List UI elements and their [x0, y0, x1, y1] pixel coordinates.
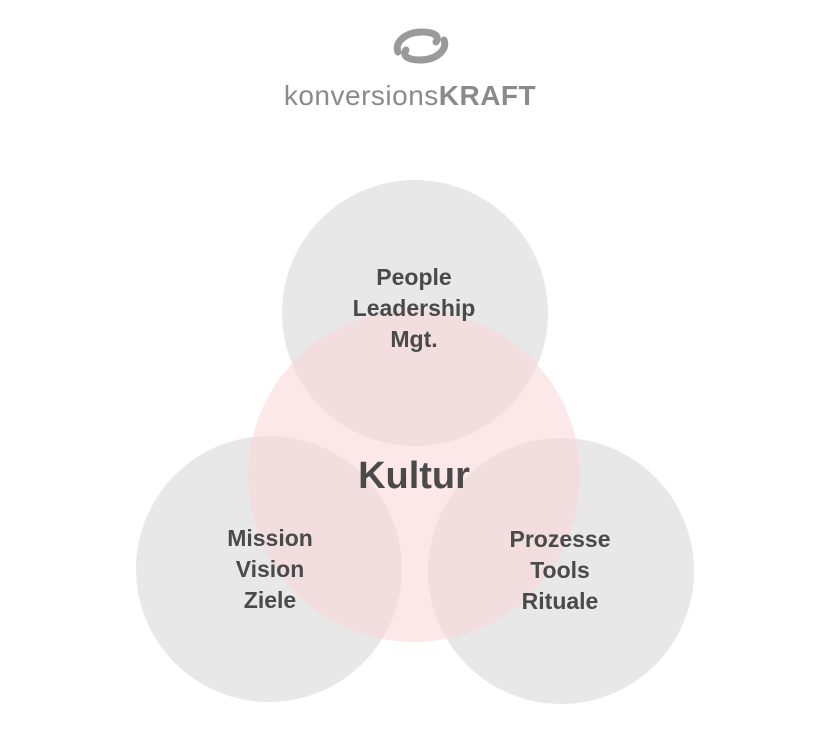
label-top-line: Leadership	[352, 295, 476, 321]
label-left: Mission Vision Ziele	[170, 523, 370, 616]
logo-text-bold: KRAFT	[438, 80, 537, 111]
label-top-line: People	[376, 264, 452, 290]
logo-text-light: konversions	[283, 80, 439, 111]
label-left-line: Vision	[235, 556, 305, 582]
label-right: Prozesse Tools Rituale	[460, 524, 660, 617]
konversionskraft-logo-mark-icon	[393, 28, 449, 64]
logo-wordmark: konversionsKRAFT	[0, 76, 820, 116]
circle-center	[248, 310, 580, 642]
logo: konversionsKRAFT	[0, 28, 820, 123]
label-top: People Leadership Mgt.	[314, 262, 514, 355]
label-right-line: Rituale	[521, 588, 599, 614]
label-right-line: Tools	[530, 557, 590, 583]
label-left-line: Ziele	[243, 587, 297, 613]
label-top-line: Mgt.	[390, 326, 438, 352]
label-center: Kultur	[358, 455, 470, 497]
label-left-line: Mission	[227, 525, 313, 551]
label-right-line: Prozesse	[509, 526, 611, 552]
